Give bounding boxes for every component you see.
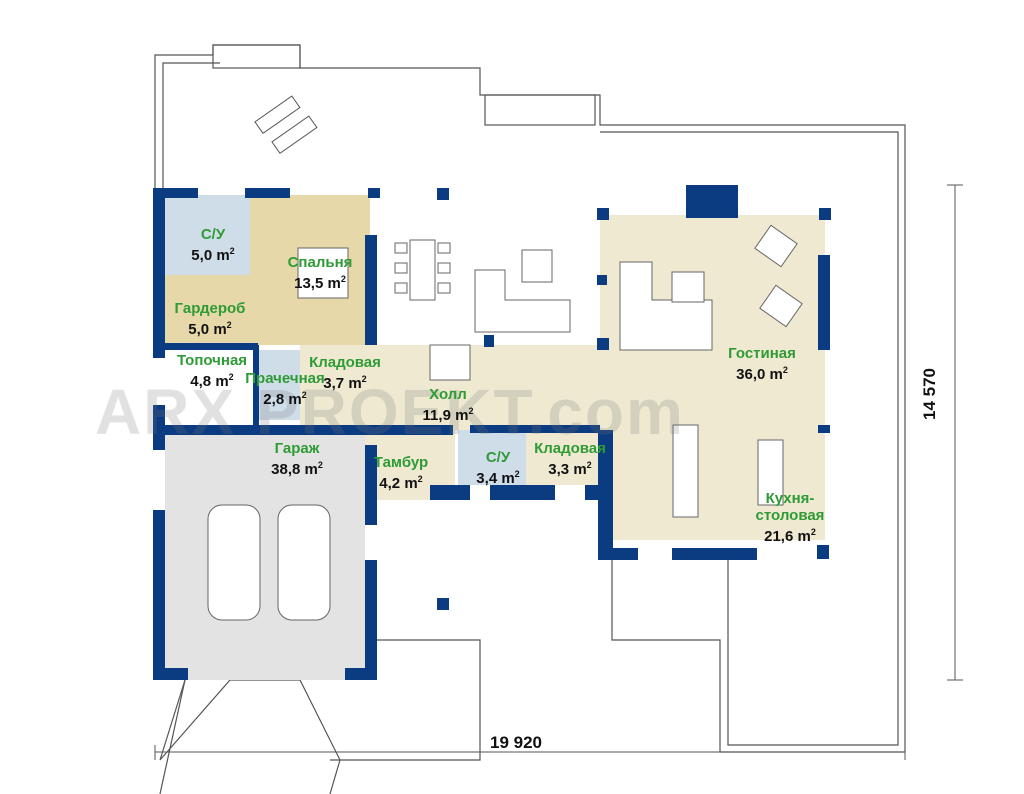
dimension-depth: 14 570 (920, 368, 939, 420)
furniture (207, 224, 803, 621)
room-fills (165, 195, 825, 680)
terrace-outline (154, 44, 906, 794)
sun-loungers (254, 95, 318, 155)
watermark: ARX PROEKT.com (95, 376, 685, 448)
dimension-lines (154, 184, 963, 760)
dimension-width: 19 920 (490, 733, 542, 752)
walls (153, 185, 831, 680)
